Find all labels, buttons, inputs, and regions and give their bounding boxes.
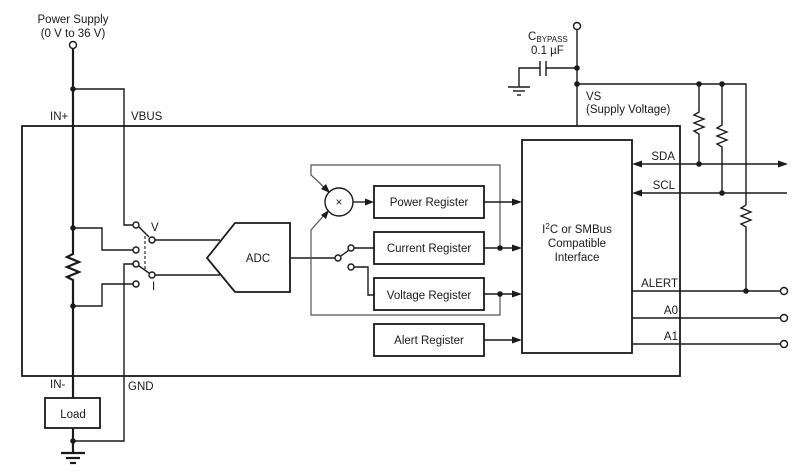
arrow-icon: [632, 189, 642, 197]
load-label: Load: [60, 409, 86, 421]
arrow-icon: [321, 184, 330, 193]
a1-terminal[interactable]: [779, 339, 789, 349]
ground-icon: [61, 451, 85, 465]
input-switch-v: [132, 221, 156, 254]
chip-outline: [21, 125, 681, 377]
vbus-wire: [73, 88, 133, 226]
voltage-feedback-wire: [310, 212, 501, 316]
interface-block: [521, 139, 633, 354]
a0-terminal[interactable]: [779, 313, 789, 323]
gnd-wire: [73, 263, 133, 442]
switch-v-label: V: [151, 222, 159, 234]
current-register: [373, 231, 485, 265]
a1-label: A1: [664, 331, 678, 343]
a0-label: A0: [664, 305, 678, 317]
junction-dot: [743, 288, 749, 294]
interface-label-line1: I2C or SMBus: [542, 222, 612, 236]
vs-label: VS: [586, 91, 602, 103]
power-register-label: Power Register: [390, 197, 469, 209]
current-register-label: Current Register: [387, 243, 472, 255]
voltage-reg-input: [354, 266, 374, 296]
power-supply-range: (0 V to 36 V): [41, 28, 106, 40]
sda-label: SDA: [651, 151, 675, 163]
vs-terminal: [572, 21, 582, 31]
power-supply-terminal: [68, 40, 78, 50]
arrow-icon: [512, 290, 522, 298]
sda-pullup-resistor-icon: [692, 84, 706, 164]
interface-label-line3: Interface: [555, 252, 600, 264]
scl-pullup-resistor-icon: [715, 84, 729, 193]
alert-label: ALERT: [641, 278, 678, 290]
alert-terminal[interactable]: [779, 286, 789, 296]
vs-desc-label: (Supply Voltage): [586, 104, 671, 116]
power-register: [373, 185, 485, 219]
arrow-icon: [512, 198, 522, 206]
arrow-icon: [365, 198, 374, 206]
alert-pullup-resistor-icon: [739, 204, 753, 291]
adc-block: [205, 222, 291, 293]
junction-dot: [497, 291, 503, 297]
cbypass-label: CBYPASS: [528, 31, 568, 44]
scl-label: SCL: [653, 180, 676, 192]
power-supply-group: Power Supply (0 V to 36 V): [38, 14, 109, 50]
junction-dot: [696, 161, 702, 167]
junction-dot: [497, 245, 503, 251]
in-minus-label: IN-: [50, 379, 66, 391]
arrow-icon: [321, 210, 329, 219]
shunt-resistor-icon: [64, 228, 82, 306]
sense-wire-top: [73, 227, 133, 251]
vbus-label: VBUS: [131, 111, 163, 123]
arrow-icon: [632, 160, 642, 168]
sense-wire-bottom: [73, 283, 133, 307]
output-switch: [334, 244, 355, 271]
current-feedback-wire: [310, 164, 501, 248]
arrow-icon: [512, 336, 522, 344]
voltage-register-label: Voltage Register: [387, 290, 472, 302]
in-plus-label: IN+: [50, 111, 69, 123]
alert-register-label: Alert Register: [394, 335, 464, 347]
arrow-icon: [512, 244, 522, 252]
ground-icon: [508, 86, 530, 96]
cbypass-value: 0.1 µF: [531, 45, 564, 57]
capacitor-icon: [518, 61, 577, 87]
interface-label-line2: Compatible: [548, 238, 606, 250]
power-supply-label: Power Supply: [38, 14, 109, 26]
adc-label: ADC: [246, 253, 270, 265]
input-switch-i: [132, 260, 156, 288]
junction-dot: [719, 190, 725, 196]
arrow-icon: [778, 160, 788, 168]
switch-i-label: I: [152, 281, 155, 293]
gnd-label: GND: [128, 381, 154, 393]
multiplier-symbol: ×: [336, 197, 343, 209]
